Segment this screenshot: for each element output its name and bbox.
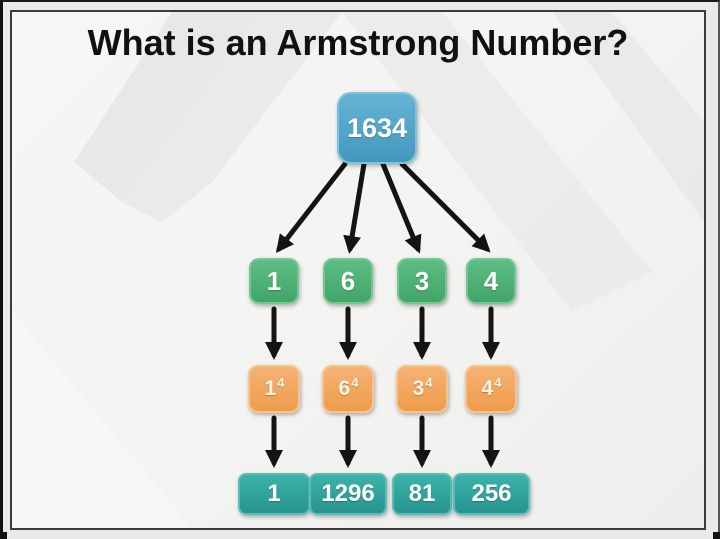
digit-node-3: 3: [397, 258, 447, 304]
page-title: What is an Armstrong Number?: [87, 22, 629, 63]
result-node-2: 1296: [309, 473, 387, 515]
result-node-4: 256: [453, 473, 530, 515]
digit-node-1: 1: [249, 258, 299, 304]
power-base: 4: [481, 377, 494, 400]
number-node: 1634: [337, 92, 417, 164]
result-node-3: 81: [392, 473, 452, 515]
result-node-1: 1: [238, 473, 310, 515]
power-base: 3: [412, 377, 425, 400]
power-base: 6: [338, 377, 351, 400]
slide-card: What is an Armstrong Number? 1634 1 6 3 …: [10, 10, 706, 530]
swoosh-watermark: [12, 12, 704, 528]
digit-node-2: 6: [323, 258, 373, 304]
bottom-right-corner-mark: [713, 532, 720, 539]
bottom-left-corner-mark: [0, 532, 7, 539]
digit-node-4: 4: [466, 258, 516, 304]
power-base: 1: [264, 377, 277, 400]
